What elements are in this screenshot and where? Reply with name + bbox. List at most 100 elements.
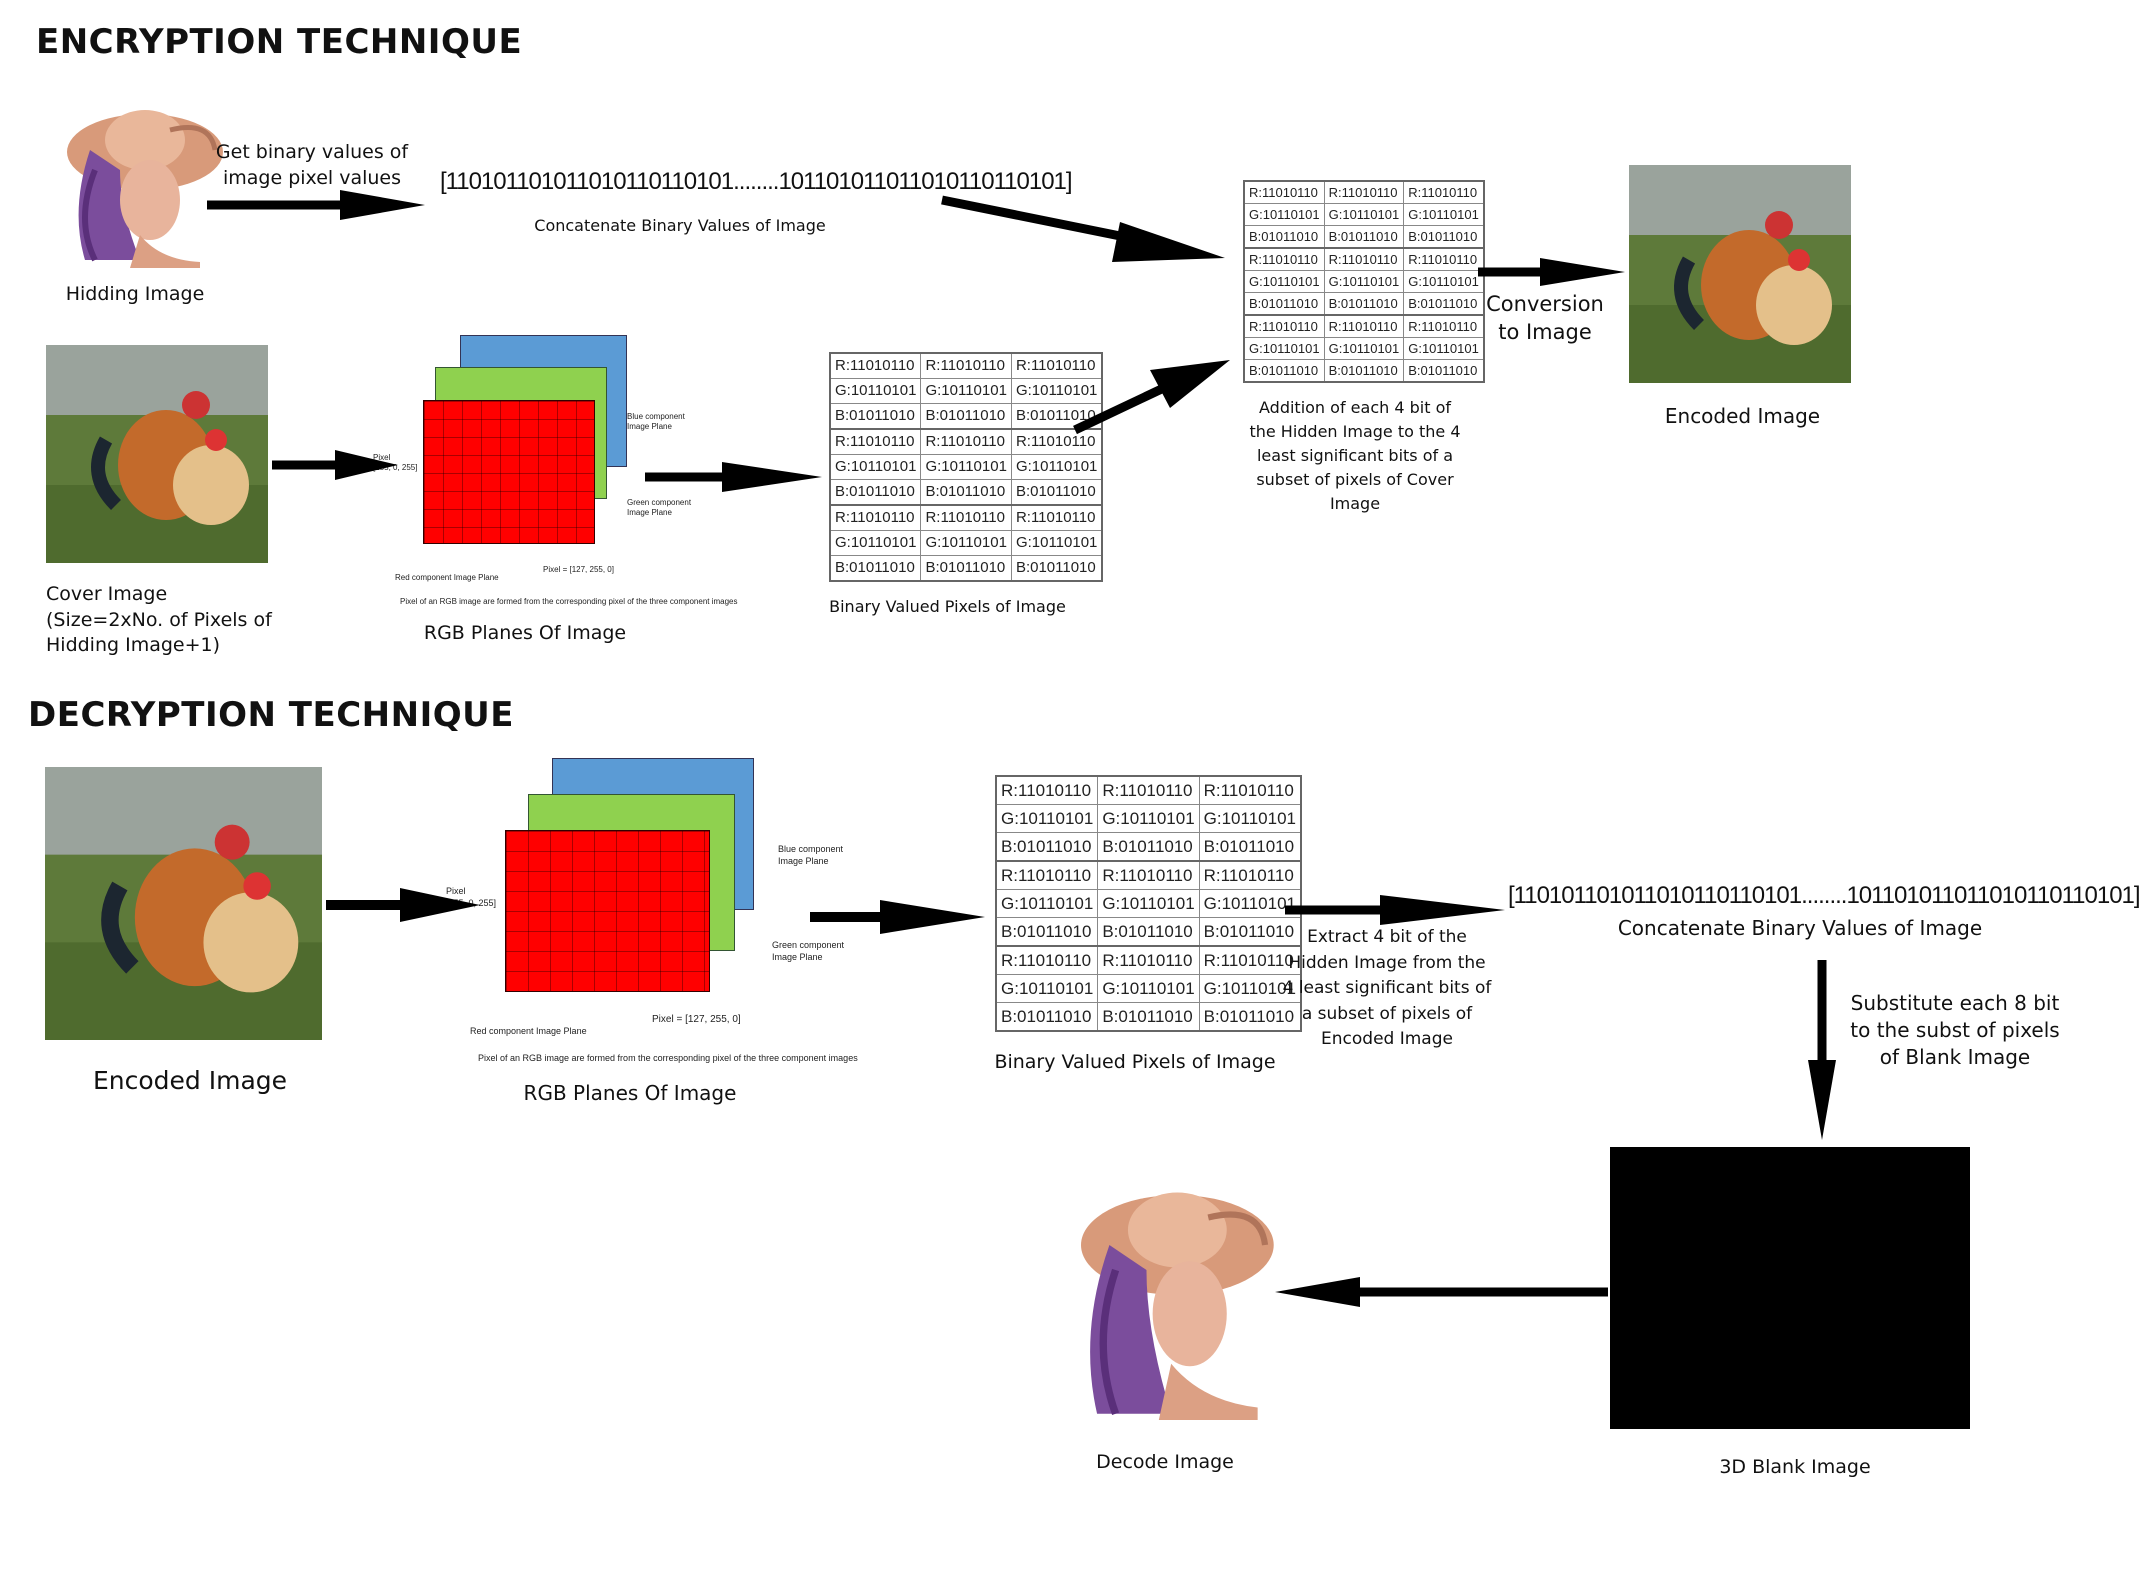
blue-plane-label: Blue component Image Plane xyxy=(627,412,685,433)
decrypted-binary-string: [110101101011010110110101........1011010… xyxy=(1508,882,2140,909)
rgb-label-encryption: RGB Planes Of Image xyxy=(423,622,627,644)
pixel-channel-cell: B:01011010 xyxy=(1198,832,1302,862)
pixel-channel-cell: R:11010110 xyxy=(829,428,922,455)
green-label-1: Green component xyxy=(627,498,692,507)
pixel-channel-cell: B:01011010 xyxy=(1198,917,1302,947)
arrow-left-icon xyxy=(1275,1277,1608,1307)
pixel-channel-cell: B:01011010 xyxy=(1097,917,1200,947)
cover-label-line-3: Hidding Image+1) xyxy=(46,634,221,657)
cover-image xyxy=(46,345,268,563)
pixel-channel-cell: B:01011010 xyxy=(920,479,1012,506)
pixel-channel-cell: G:10110101 xyxy=(1010,530,1103,556)
concat-label: Concatenate Binary Values of Image xyxy=(534,216,826,235)
red-plane xyxy=(505,830,710,992)
pixel-k-label: Pixel = [127, 255, 0] xyxy=(652,1014,741,1025)
pixel-ij-2: [255, 0, 255] xyxy=(373,463,418,473)
pixel-channel-cell: B:01011010 xyxy=(1323,359,1405,383)
substitute-line-2: to the subst of pixels xyxy=(1850,1018,2060,1042)
pixel-ij-2: [255, 0, 255] xyxy=(446,897,497,908)
green-plane-label: Green component Image Plane xyxy=(772,940,844,963)
decode-image xyxy=(1060,1170,1274,1420)
pixel-channel-cell: R:11010110 xyxy=(995,860,1099,890)
pixel-channel-cell: G:10110101 xyxy=(1243,203,1325,226)
conversion-line-2: to Image xyxy=(1498,320,1592,345)
extract-label: Extract 4 bit of the Hidden Image from t… xyxy=(1282,925,1492,1053)
pixel-k-label: Pixel = [127, 255, 0] xyxy=(543,565,614,574)
conversion-line-1: Conversion xyxy=(1486,292,1604,316)
addition-line-5: Image xyxy=(1329,494,1381,513)
arrow-right-icon xyxy=(645,462,822,492)
pixel-channel-cell: R:11010110 xyxy=(1403,314,1485,338)
arrow-right-icon xyxy=(1285,895,1505,925)
pixel-channel-cell: G:10110101 xyxy=(829,530,922,556)
pixel-channel-cell: G:10110101 xyxy=(1323,270,1405,293)
extract-line-2: Hidden Image from the xyxy=(1288,952,1486,973)
pixel-channel-cell: R:11010110 xyxy=(1323,180,1405,204)
substitute-label: Substitute each 8 bit to the subst of pi… xyxy=(1830,990,2080,1071)
rgb-planes-encryption: Blue component Image Plane Green compone… xyxy=(365,335,695,615)
pixel-channel-cell: G:10110101 xyxy=(1243,337,1325,360)
pixel-channel-cell: G:10110101 xyxy=(1323,337,1405,360)
pixel-channel-cell: G:10110101 xyxy=(1243,270,1325,293)
pixel-channel-cell: B:01011010 xyxy=(920,403,1012,430)
arrow-down-icon xyxy=(1808,960,1836,1140)
pixel-channel-cell: G:10110101 xyxy=(829,454,922,480)
pixel-channel-cell: R:11010110 xyxy=(1097,945,1200,975)
pixel-channel-cell: G:10110101 xyxy=(1198,804,1302,833)
cover-label-line-2: (Size=2xNo. of Pixels of xyxy=(46,608,272,631)
pixel-channel-cell: B:01011010 xyxy=(829,403,922,430)
encoded-image-input xyxy=(45,767,322,1040)
pixel-channel-cell: G:10110101 xyxy=(1198,974,1302,1003)
green-label-1: Green component xyxy=(772,940,845,950)
blue-label-1: Blue component xyxy=(778,844,844,854)
pixel-ij-1: Pixel xyxy=(373,453,391,462)
pixel-channel-cell: B:01011010 xyxy=(1403,359,1485,383)
green-label-2: Image Plane xyxy=(627,508,672,518)
arrow-right-icon xyxy=(207,190,425,220)
pixel-channel-cell: G:10110101 xyxy=(829,378,922,404)
pixel-channel-cell: G:10110101 xyxy=(920,378,1012,404)
pixel-channel-cell: G:10110101 xyxy=(995,804,1099,833)
pixel-channel-cell: R:11010110 xyxy=(829,504,922,531)
arrow-right-icon xyxy=(941,195,1225,262)
arrow-right-icon xyxy=(810,900,985,934)
extract-line-5: Encoded Image xyxy=(1321,1029,1453,1049)
pixel-channel-cell: B:01011010 xyxy=(1097,1002,1200,1032)
encoded-label-encryption: Encoded Image xyxy=(1664,404,1821,428)
blue-label-2: Image Plane xyxy=(627,422,672,432)
substitute-line-1: Substitute each 8 bit xyxy=(1850,991,2060,1015)
pixel-channel-cell: G:10110101 xyxy=(1097,974,1200,1003)
pixel-channel-cell: G:10110101 xyxy=(920,530,1012,556)
pixel-channel-cell: R:11010110 xyxy=(1243,314,1325,338)
pixel-channel-cell: G:10110101 xyxy=(1403,270,1485,293)
pixel-ij-label: Pixel [255, 0, 255] xyxy=(446,886,496,909)
blue-plane-label: Blue component Image Plane xyxy=(778,844,843,867)
blue-label-2: Image Plane xyxy=(778,855,829,866)
hidden-binary-string: [110101101011010110110101........1011010… xyxy=(440,168,1073,195)
pixel-channel-cell: B:01011010 xyxy=(1097,832,1200,862)
hiding-image xyxy=(50,90,223,268)
pixel-ij-1: Pixel xyxy=(446,886,466,896)
pixel-channel-cell: B:01011010 xyxy=(1243,359,1325,383)
extract-line-4: a subset of pixels of xyxy=(1301,1003,1473,1024)
pixel-channel-cell: B:01011010 xyxy=(829,555,922,582)
pixel-channel-cell: G:10110101 xyxy=(1097,889,1200,918)
arrow-right-icon xyxy=(1478,258,1625,286)
